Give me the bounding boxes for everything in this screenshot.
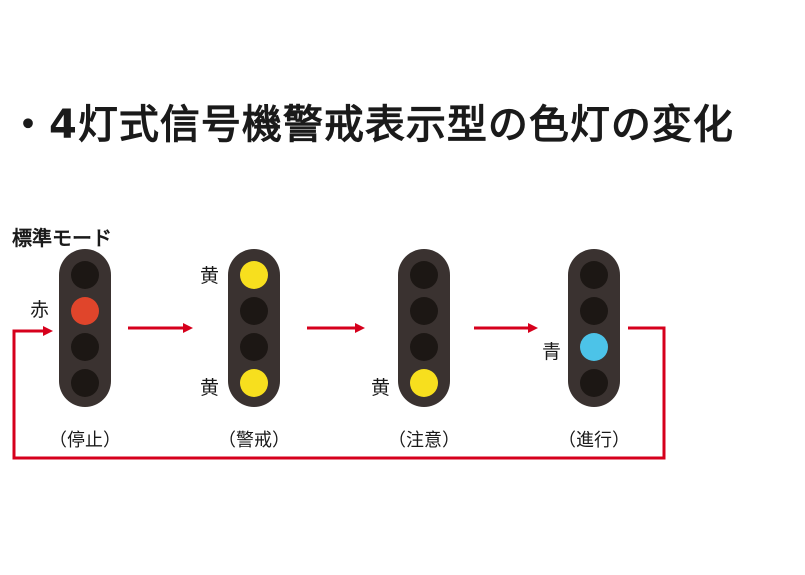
lamp-label-blue: 青 (542, 341, 562, 363)
lamp-off (71, 369, 99, 397)
lamp-off (240, 333, 268, 361)
lamp-off (580, 261, 608, 289)
lamp-blue (580, 333, 608, 361)
lamp-off (410, 297, 438, 325)
lamp-off (240, 297, 268, 325)
lamp-off (580, 297, 608, 325)
page-title: ・4灯式信号機警戒表示型の色灯の変化 (8, 102, 734, 148)
lamp-yellow (240, 261, 268, 289)
signal-caution-2 (228, 249, 280, 407)
lamp-red (71, 297, 99, 325)
lamp-label-yellow-top: 黄 (200, 265, 220, 287)
lamp-label-yellow-bottom: 黄 (200, 377, 220, 399)
mode-label: 標準モード (12, 226, 112, 250)
signal-caution (398, 249, 450, 407)
signal-stop (59, 249, 111, 407)
lamp-yellow (240, 369, 268, 397)
caption-caution: （注意） (388, 430, 460, 451)
arrow-return-loop (12, 326, 666, 460)
lamp-label-red: 赤 (30, 299, 50, 321)
caption-proceed: （進行） (558, 430, 630, 451)
lamp-off (580, 369, 608, 397)
lamp-off (71, 333, 99, 361)
lamp-off (410, 333, 438, 361)
lamp-off (71, 261, 99, 289)
lamp-off (410, 261, 438, 289)
caption-warning: （警戒） (218, 430, 290, 451)
lamp-yellow (410, 369, 438, 397)
lamp-label-yellow: 黄 (371, 377, 391, 399)
caption-stop: （停止） (49, 430, 121, 451)
signal-proceed (568, 249, 620, 407)
